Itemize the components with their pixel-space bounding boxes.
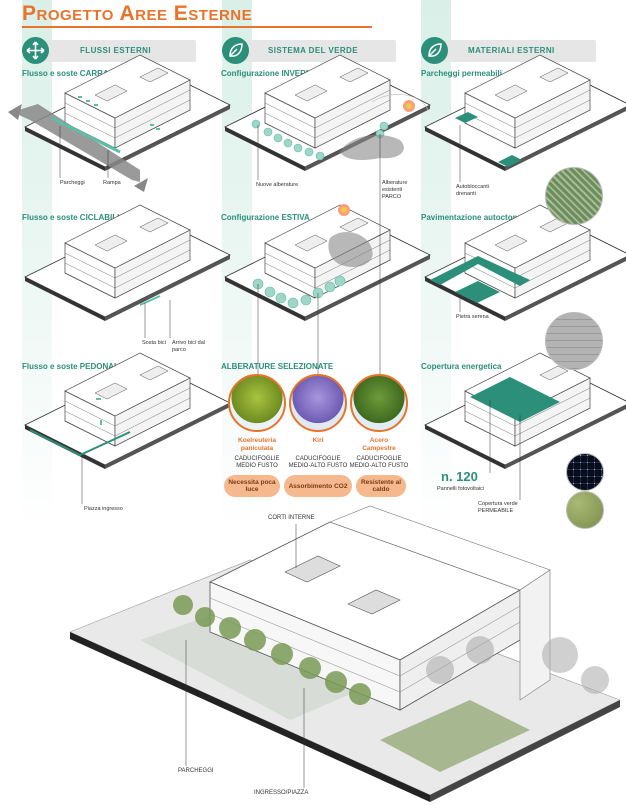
page-title: Progetto Aree Esterne [22, 2, 253, 25]
swatch-pietra-serena [545, 312, 603, 370]
tree-name-koelreuteria: Koelreuteria paniculata [238, 437, 276, 452]
badge-acero: Resistente al caldo [356, 475, 406, 497]
tree-desc-koelreuteria: CADUCIFOGLIE MEDIO FUSTO [234, 456, 280, 469]
note-parcheggi: Parcheggi [60, 180, 85, 186]
tree-photo-koelreuteria [228, 374, 286, 432]
label-pavimentazione: Pavimentazione autoctona [421, 213, 522, 222]
note-corti-interne: CORTI INTERNE [268, 515, 315, 521]
note-parcheggi-axon: PARCHEGGI [178, 768, 214, 774]
note-alberature-esistenti: Alberature esistenti PARCO [382, 180, 408, 200]
label-copertura: Copertura energetica [421, 362, 502, 371]
badge-koelreuteria: Necessita poca luce [224, 475, 280, 497]
note-sosta-bici: Sosta bici [142, 340, 166, 346]
note-pietra-serena: Pietra serena [456, 314, 489, 320]
label-carrabili: Flusso e soste CARRABILI [22, 69, 124, 78]
note-arrivo-bici: Arrivo bici dal parco [172, 340, 206, 353]
note-copertura-verde: Copertura verde PERMEABILE [478, 501, 518, 514]
note-pannelli: Pannelli fotovoltaici [437, 486, 485, 492]
note-piazza: Piazza ingresso [84, 506, 123, 512]
note-nuove-alberature: Nuove alberature [256, 182, 299, 188]
column-bar-materiali [421, 0, 451, 532]
note-autobloccanti: Autobloccanti drenanti [456, 184, 490, 197]
title-underline [22, 26, 372, 28]
header-bg-flussi [36, 40, 196, 62]
header-flussi: FLUSSI ESTERNI [80, 46, 151, 55]
swatch-green-roof [566, 491, 604, 529]
swatch-solar-panels [566, 453, 604, 491]
panel-count: n. 120 [441, 469, 478, 484]
header-bg-verde [236, 40, 396, 62]
tree-name-kiri: Kiri [312, 437, 324, 444]
leaf-icon [222, 37, 249, 64]
label-alberature: ALBERATURE SELEZIONATE [221, 362, 334, 371]
note-rampa: Rampa [103, 180, 121, 186]
tree-photo-acero [350, 374, 408, 432]
label-ciclabili: Flusso e soste CICLABILI [22, 213, 120, 222]
header-materiali: MATERIALI ESTERNI [468, 46, 555, 55]
tree-photo-kiri [289, 374, 347, 432]
label-invernale: Configurazione INVERNALE [221, 69, 328, 78]
label-parcheggi-permeabili: Parcheggi permeabili [421, 69, 502, 78]
label-pedonali: Flusso e soste PEDONALI [22, 362, 122, 371]
swatch-grass-pavers [545, 167, 603, 225]
tree-desc-acero: CADUCIFOGLIE MEDIO-ALTO FUSTO [349, 456, 409, 469]
tree-desc-kiri: CADUCIFOGLIE MEDIO-ALTO FUSTO [288, 456, 348, 469]
label-estiva: Configurazione ESTIVA [221, 213, 310, 222]
arrows-cross-icon [22, 37, 49, 64]
note-ingresso-piazza: INGRESSO/PIAZZA [254, 790, 309, 796]
leaf-icon [421, 37, 448, 64]
header-verde: SISTEMA DEL VERDE [268, 46, 358, 55]
badge-kiri: Assorbimento CO2 [284, 475, 352, 497]
tree-name-acero: Acero Campestre [362, 437, 396, 452]
header-bg-materiali [436, 40, 596, 62]
